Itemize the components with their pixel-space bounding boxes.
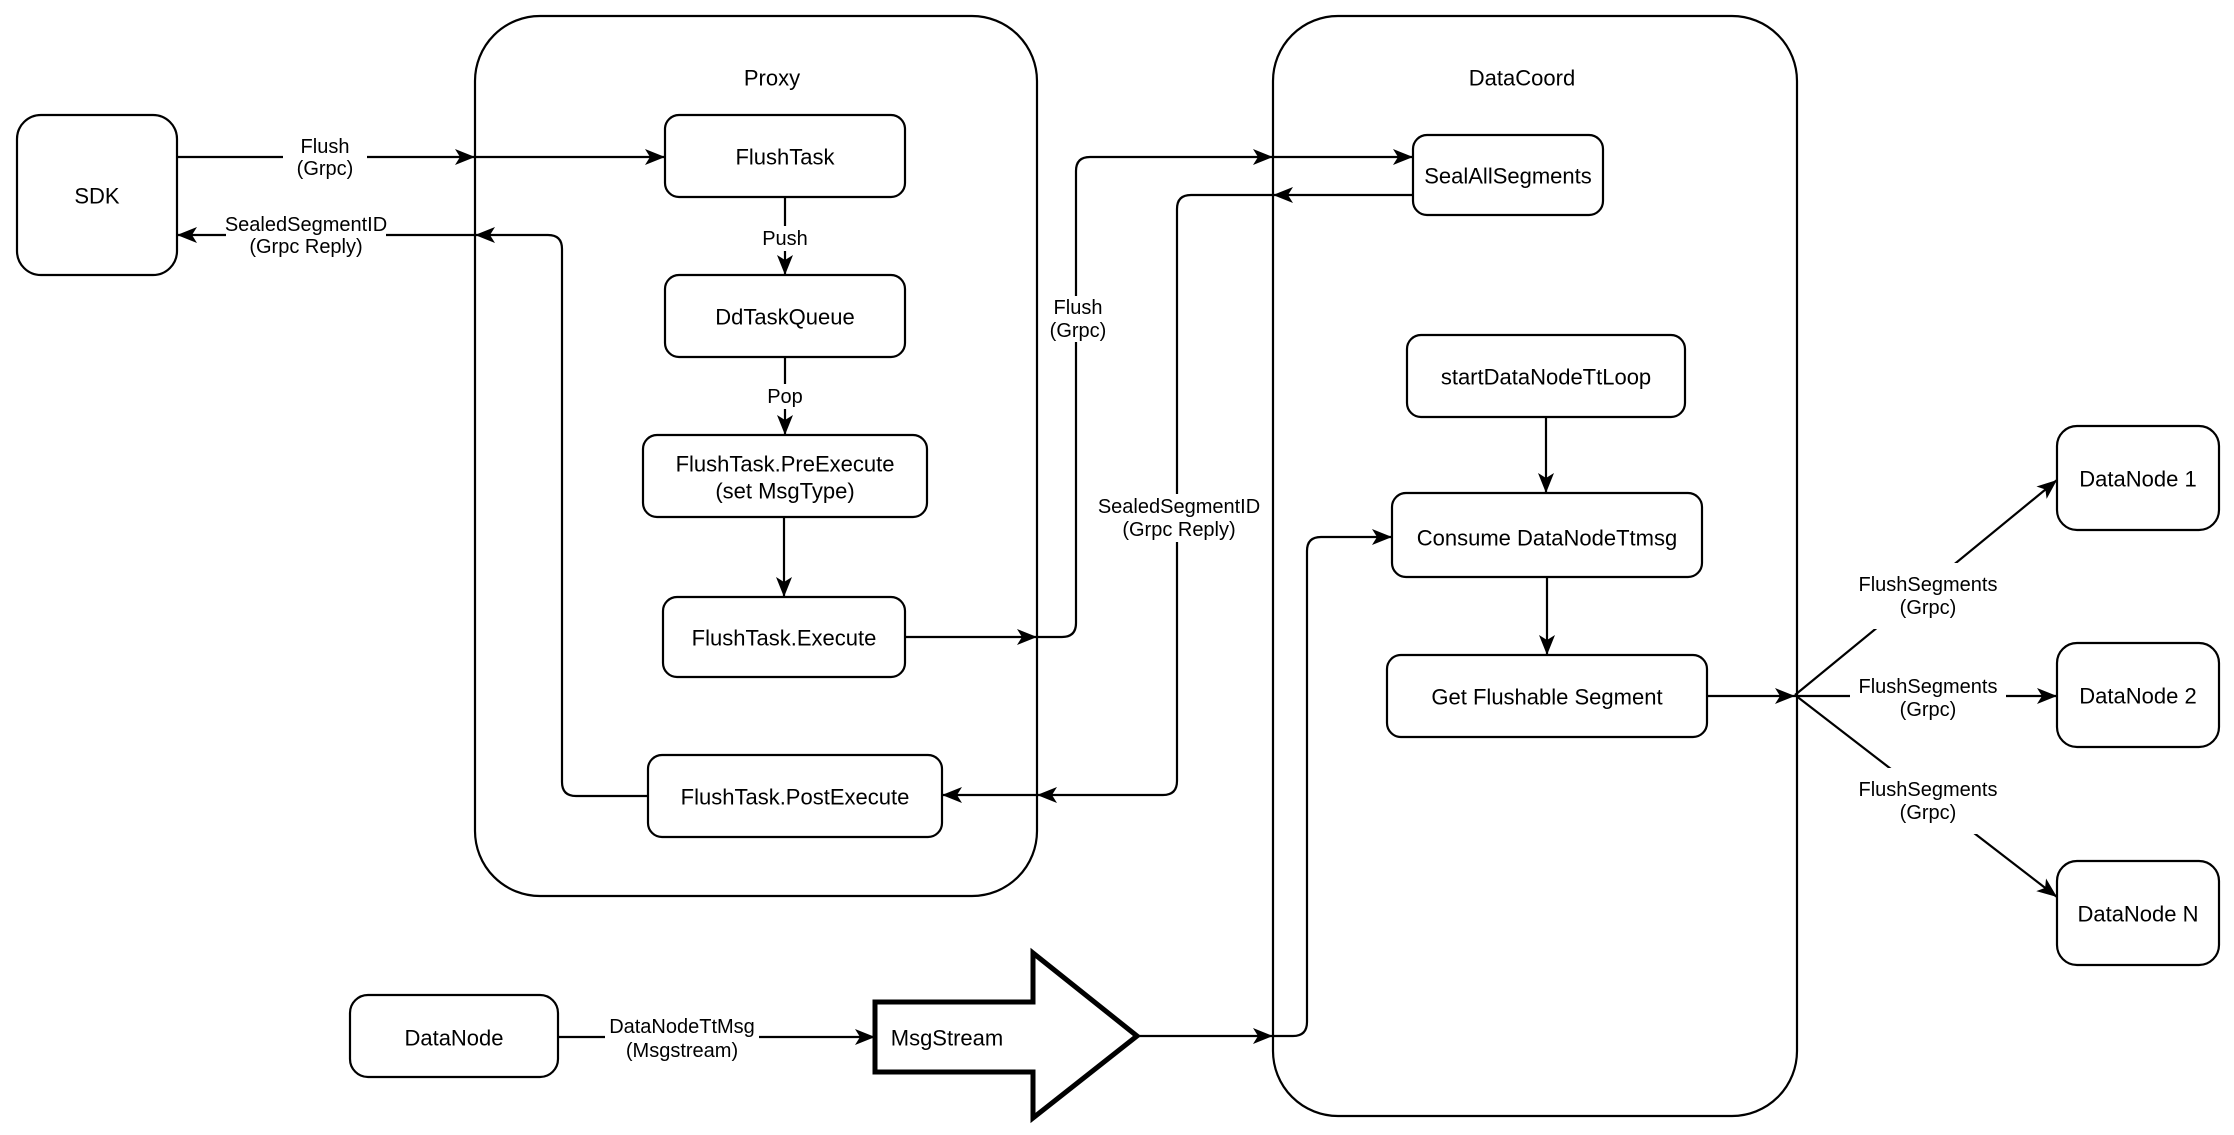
node-label: FlushTask.PreExecute <box>676 452 895 477</box>
edge-label-text: (Grpc) <box>1900 699 1957 721</box>
edge-label-text: (Grpc Reply) <box>249 236 362 258</box>
node-label: startDataNodeTtLoop <box>1441 365 1651 390</box>
node-msgstream: MsgStream <box>872 947 1142 1124</box>
proxy-container-title: Proxy <box>744 66 800 91</box>
node-flushtask: FlushTask <box>663 113 907 199</box>
edge-label-flush-grpc-datacoord: Flush (Grpc) <box>1040 296 1120 342</box>
node-flushtask-postexecute: FlushTask.PostExecute <box>646 753 944 839</box>
edge-label-text: (Msgstream) <box>626 1040 738 1062</box>
edge-label-flushsegments-1: FlushSegments (Grpc) <box>1850 563 2006 629</box>
node-datanode: DataNode <box>348 993 560 1079</box>
edge-label-sealedsegmentid-sdk: SealedSegmentID (Grpc Reply) <box>225 214 387 258</box>
edge-execute-to-sealallsegments <box>905 149 1413 645</box>
node-label: SealAllSegments <box>1424 164 1592 189</box>
node-label: Get Flushable Segment <box>1431 685 1662 710</box>
datacoord-container-title: DataCoord <box>1469 66 1575 91</box>
node-label: SDK <box>74 184 120 209</box>
edge-label-flushsegments-3: FlushSegments (Grpc) <box>1850 768 2006 834</box>
edge-label-text: Pop <box>767 386 803 408</box>
node-flushtask-execute: FlushTask.Execute <box>661 595 907 679</box>
edge-label-text: FlushSegments <box>1859 574 1998 596</box>
node-label: (set MsgType) <box>715 479 854 504</box>
node-label: FlushTask <box>735 145 835 170</box>
node-label: MsgStream <box>891 1026 1003 1051</box>
edge-label-pop: Pop <box>762 384 808 409</box>
edge-label-text: (Grpc) <box>1900 597 1957 619</box>
node-label: FlushTask.Execute <box>692 626 877 651</box>
node-datanode-n: DataNode N <box>2055 859 2221 967</box>
edge-label-flushsegments-2: FlushSegments (Grpc) <box>1850 665 2006 731</box>
edge-msgstream-to-consume <box>1137 529 1392 1044</box>
edge-label-text: SealedSegmentID <box>225 214 387 236</box>
edge-label-datanodettmsg: DataNodeTtMsg (Msgstream) <box>605 1014 759 1062</box>
edge-label-text: (Grpc Reply) <box>1122 519 1235 541</box>
node-get-flushable-segment: Get Flushable Segment <box>1385 653 1709 739</box>
edge-label-text: FlushSegments <box>1859 779 1998 801</box>
edge-label-text: (Grpc) <box>1900 802 1957 824</box>
node-label: DataNode 1 <box>2079 467 2196 492</box>
node-ddtaskqueue: DdTaskQueue <box>663 273 907 359</box>
edge-label-text: SealedSegmentID <box>1098 496 1260 518</box>
edge-label-text: Flush <box>1054 297 1103 319</box>
node-startdatanodettloop: startDataNodeTtLoop <box>1405 333 1687 419</box>
edge-label-text: (Grpc) <box>1050 320 1107 342</box>
node-label: FlushTask.PostExecute <box>681 785 910 810</box>
node-datanode-1: DataNode 1 <box>2055 424 2221 532</box>
edge-label-text: (Grpc) <box>297 158 354 180</box>
node-label: DataNode N <box>2077 902 2198 927</box>
edge-label-text: FlushSegments <box>1859 676 1998 698</box>
node-sealallsegments: SealAllSegments <box>1411 133 1605 217</box>
node-label: DataNode <box>404 1026 503 1051</box>
edge-label-text: Push <box>762 228 808 250</box>
edge-label-sealedsegmentid-datacoord: SealedSegmentID (Grpc Reply) <box>1098 494 1260 542</box>
edge-label-push: Push <box>757 226 813 251</box>
msgstream-arrow-shape <box>872 947 1142 1124</box>
edge-label-text: DataNodeTtMsg <box>609 1016 755 1038</box>
node-label: Consume DataNodeTtmsg <box>1417 526 1677 551</box>
node-sdk: SDK <box>15 113 179 277</box>
node-flushtask-preexecute: FlushTask.PreExecute (set MsgType) <box>641 433 929 519</box>
edge-label-flush-grpc-sdk: Flush (Grpc) <box>283 136 367 180</box>
node-label: DataNode 2 <box>2079 684 2196 709</box>
node-datanode-2: DataNode 2 <box>2055 641 2221 749</box>
edge-label-text: Flush <box>301 136 350 158</box>
node-label: DdTaskQueue <box>715 305 854 330</box>
node-consume-datanodettmsg: Consume DataNodeTtmsg <box>1390 491 1704 579</box>
